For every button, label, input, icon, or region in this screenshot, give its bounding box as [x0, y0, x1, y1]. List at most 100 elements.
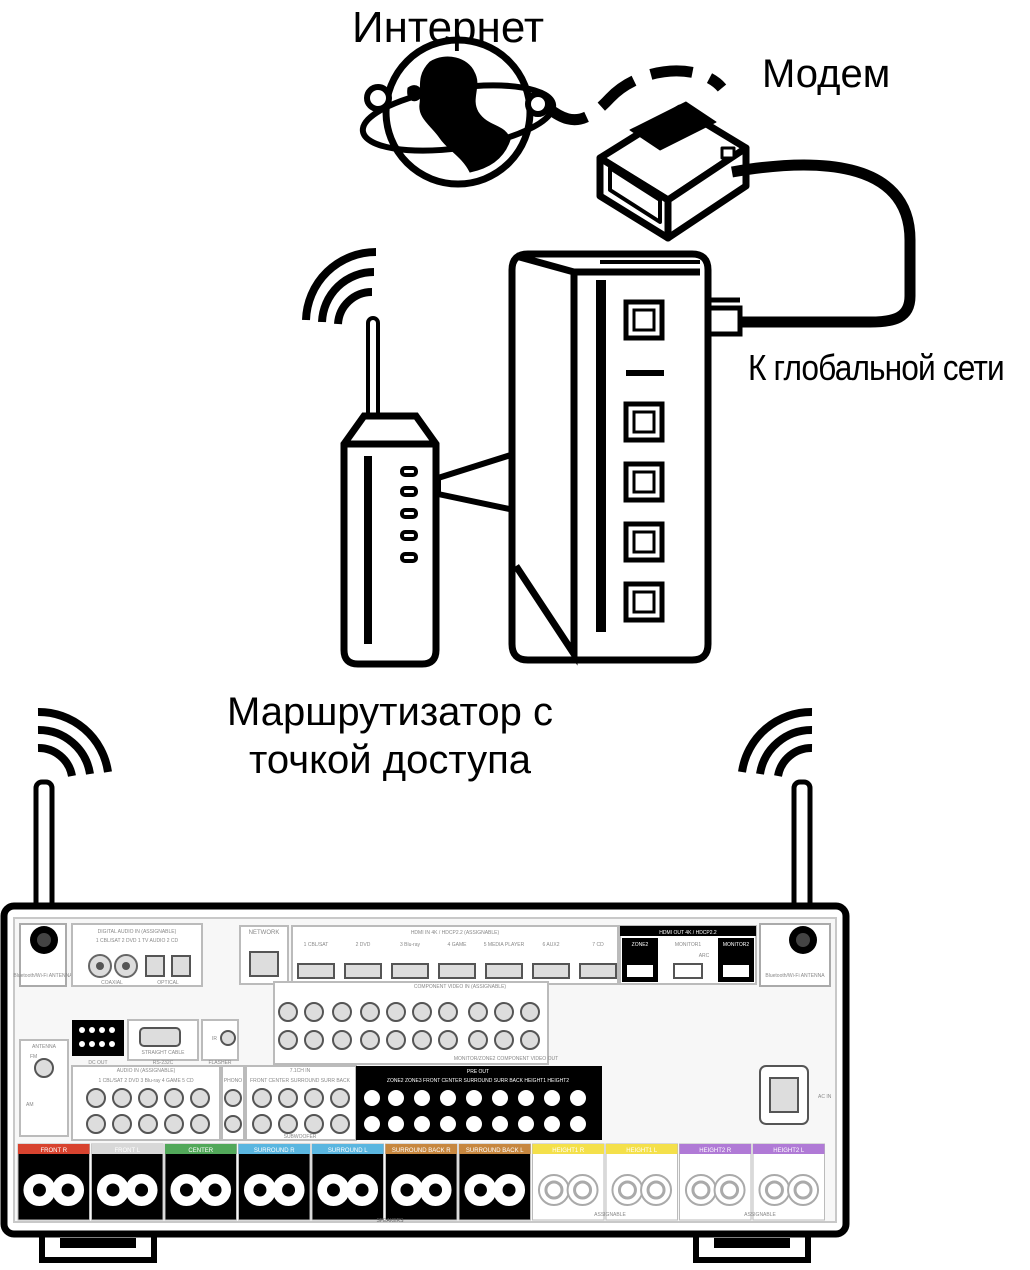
svg-text:ZONE2: ZONE2	[632, 942, 649, 948]
hdmi-in-title: HDMI IN 4K / HDCP2.2 (ASSIGNABLE)	[411, 930, 500, 936]
speaker-group-color-8	[606, 1144, 678, 1154]
wan-port	[623, 299, 665, 341]
speaker-binding-post-center	[470, 1180, 490, 1200]
svg-text:2 DVD: 2 DVD	[356, 942, 371, 948]
svg-text:7.1CH IN: 7.1CH IN	[290, 1068, 311, 1074]
svg-text:1 CBL/SAT: 1 CBL/SAT	[304, 942, 329, 948]
speaker-binding-post-center	[499, 1180, 519, 1200]
svg-text:5 MEDIA PLAYER: 5 MEDIA PLAYER	[484, 942, 525, 948]
speaker-group-color-3	[238, 1144, 310, 1154]
speaker-binding-post-center	[205, 1180, 225, 1200]
svg-text:SUBWOOFER: SUBWOOFER	[284, 1134, 317, 1140]
speaker-binding-post-center	[132, 1180, 152, 1200]
speaker-group-color-0	[18, 1144, 90, 1154]
svg-text:ANTENNA: ANTENNA	[32, 1044, 57, 1050]
svg-text:3 Blu-ray: 3 Blu-ray	[400, 942, 421, 948]
router-back-panel	[508, 250, 712, 666]
router-icon	[340, 412, 440, 668]
speaker-group-label: SURROUND BACK R	[392, 1148, 451, 1154]
wan-label: К глобальной сети	[748, 347, 1005, 388]
hdmi-in-ports: 1 CBL/SAT 2 DVD 3 Blu-ray 4 GAME 5 MEDIA…	[297, 942, 617, 979]
svg-text:PRE OUT: PRE OUT	[467, 1069, 489, 1075]
speaker-binding-post-center	[352, 1180, 372, 1200]
svg-text:PHONO: PHONO	[224, 1078, 242, 1084]
speaker-binding-post-center	[764, 1180, 784, 1200]
optical-label: OPTICAL	[157, 980, 179, 986]
speaker-binding-post-center	[573, 1180, 593, 1200]
speaker-binding-post-center	[58, 1180, 78, 1200]
svg-text:FLASHER: FLASHER	[208, 1060, 231, 1066]
router-label-line1: Маршрутизатор с	[227, 690, 553, 734]
svg-text:ASSIGNABLE: ASSIGNABLE	[744, 1212, 776, 1218]
svg-text:ASSIGNABLE: ASSIGNABLE	[594, 1212, 626, 1218]
svg-text:RS-232C: RS-232C	[153, 1060, 174, 1066]
lan-port-4	[623, 581, 665, 623]
speaker-binding-post-center	[617, 1180, 637, 1200]
svg-text:MONITOR2: MONITOR2	[723, 942, 750, 948]
router-label: Маршрутизатор с точкой доступа	[140, 688, 640, 784]
internet-label: Интернет	[352, 3, 544, 52]
svg-text:MONITOR1: MONITOR1	[675, 942, 702, 948]
av-receiver: Bluetooth/Wi-Fi ANTENNA Bluetooth/Wi-Fi …	[0, 902, 850, 1263]
svg-text:6 AUX2: 6 AUX2	[543, 942, 560, 948]
speaker-binding-post-center	[250, 1180, 270, 1200]
speaker-binding-post-center	[426, 1180, 446, 1200]
svg-text:AM: AM	[26, 1102, 34, 1108]
speaker-binding-post-center	[691, 1180, 711, 1200]
speaker-group-label: FRONT L	[114, 1148, 140, 1154]
coaxial-label: COAXIAL	[101, 980, 123, 986]
svg-text:7 CD: 7 CD	[592, 942, 604, 948]
wifi-signal-icon	[302, 248, 377, 325]
speaker-group-color-4	[312, 1144, 384, 1154]
bt-antenna-right-label: Bluetooth/Wi-Fi ANTENNA	[765, 973, 825, 979]
speaker-group-label: SURROUND L	[328, 1148, 368, 1154]
speaker-group-label: HEIGHT1 L	[626, 1148, 658, 1154]
wifi-signal-icon-left	[37, 707, 112, 777]
speaker-group-color-5	[385, 1144, 457, 1154]
speaker-binding-post-center	[793, 1180, 813, 1200]
svg-text:DC OUT: DC OUT	[88, 1060, 107, 1066]
lan-port-3	[623, 521, 665, 563]
speaker-group-label: HEIGHT1 R	[552, 1148, 585, 1154]
lan-ports	[623, 299, 665, 623]
svg-text:MONITOR/ZONE2 COMPONENT VIDEO: MONITOR/ZONE2 COMPONENT VIDEO OUT	[454, 1056, 558, 1062]
speaker-binding-post-center	[176, 1180, 196, 1200]
speaker-group-label: SURROUND R	[254, 1148, 295, 1154]
svg-text:1 CBL/SAT 2 DVD 3 Blu-ray 4: 1 CBL/SAT 2 DVD 3 Blu-ray 4 GAME 5 CD	[98, 1078, 194, 1084]
hdmi-out-title: HDMI OUT 4K / HDCP2.2	[659, 930, 717, 936]
svg-text:COMPONENT VIDEO IN (ASSIGNABLE: COMPONENT VIDEO IN (ASSIGNABLE)	[414, 984, 506, 990]
speaker-group-label: SURROUND BACK L	[466, 1148, 524, 1154]
svg-text:FRONT CENTER SURROUND SURR: FRONT CENTER SURROUND SURR BACK	[250, 1078, 351, 1084]
speaker-group-label: HEIGHT2 L	[773, 1148, 805, 1154]
wifi-signal-icon-right	[738, 707, 813, 777]
svg-text:ZONE2 ZONE3 FRONT CENTER S: ZONE2 ZONE3 FRONT CENTER SURROUND SURR B…	[387, 1078, 569, 1084]
speaker-group-color-6	[459, 1144, 531, 1154]
speaker-binding-post-center	[720, 1180, 740, 1200]
speaker-binding-post-center	[279, 1180, 299, 1200]
speaker-group-color-7	[532, 1144, 604, 1154]
speaker-binding-post-center	[103, 1180, 123, 1200]
speaker-binding-post-center	[646, 1180, 666, 1200]
speaker-binding-post-center	[397, 1180, 417, 1200]
speaker-group-label: HEIGHT2 R	[699, 1148, 732, 1154]
speakers-label: SPEAKERS	[377, 1218, 405, 1224]
internet-modem-link	[544, 65, 727, 126]
modem-icon	[596, 101, 750, 242]
svg-text:AC IN: AC IN	[818, 1094, 832, 1100]
router-label-line2: точкой доступа	[249, 738, 531, 782]
router-led-column	[400, 466, 418, 563]
digital-audio-inputs: 1 CBL/SAT 2 DVD 1 TV AUDIO 2 CD	[96, 938, 179, 944]
digital-audio-title: DIGITAL AUDIO IN (ASSIGNABLE)	[98, 929, 177, 935]
speaker-group-label: FRONT R	[40, 1148, 67, 1154]
speaker-group-color-10	[753, 1144, 825, 1154]
speaker-group-color-1	[91, 1144, 163, 1154]
speaker-binding-post-center	[29, 1180, 49, 1200]
port-divider	[626, 370, 664, 376]
network-label: NETWORK	[249, 930, 280, 936]
speaker-group-color-2	[165, 1144, 237, 1154]
modem-label: Модем	[762, 52, 891, 96]
svg-text:IR: IR	[212, 1036, 217, 1042]
globe-icon	[359, 36, 557, 188]
